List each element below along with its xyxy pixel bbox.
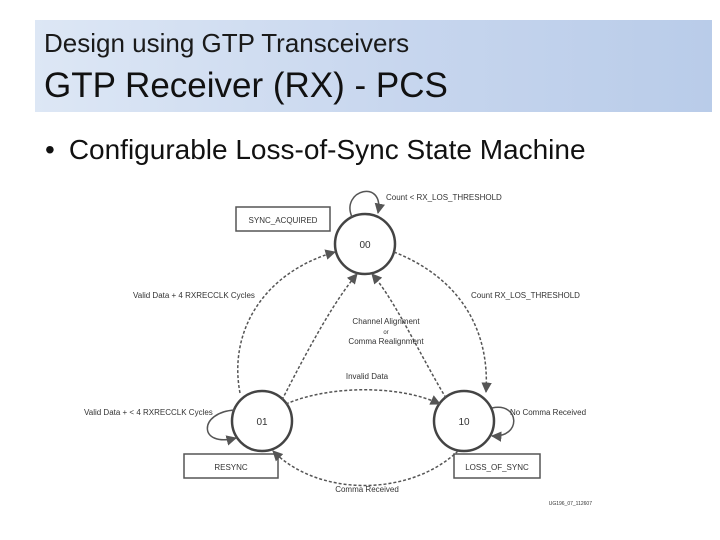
transition-s01-to-s10	[285, 389, 441, 405]
section-supertitle: Design using GTP Transceivers	[44, 28, 410, 58]
label-s00-to-s10: Count RX_LOS_THRESHOLD	[471, 291, 580, 300]
bullet-item: • Configurable Loss-of-Sync State Machine	[45, 134, 586, 166]
transition-s10-to-s01	[272, 450, 459, 487]
state-code-10: 10	[458, 417, 470, 428]
state-circle-01	[230, 389, 294, 453]
state-name-sync-acquired: SYNC_ACQUIRED	[249, 216, 318, 225]
label-s01-self: Valid Data + < 4 RXRECCLK Cycles	[84, 408, 213, 417]
state-circle-00	[333, 212, 397, 276]
label-center-line3: Comma Realignment	[348, 337, 424, 346]
transition-s00-self	[349, 190, 385, 218]
label-s01-to-s00: Valid Data + 4 RXRECCLK Cycles	[133, 291, 255, 300]
transition-realign-to-s00	[281, 273, 358, 401]
label-s10-self: No Comma Received	[510, 408, 586, 417]
bullet-text: Configurable Loss-of-Sync State Machine	[68, 134, 586, 165]
label-center-line1: Channel Alignment	[352, 317, 420, 326]
label-s01-to-s10: Invalid Data	[346, 372, 389, 381]
transition-s01-self	[206, 409, 238, 446]
figure-id: UG196_07_112607	[549, 501, 592, 507]
transition-realign-from-s10	[371, 273, 447, 399]
transition-s10-self	[490, 406, 515, 442]
state-box-resync	[183, 453, 279, 479]
label-s00-self: Count < RX_LOS_THRESHOLD	[386, 193, 502, 202]
slide-title: GTP Receiver (RX) - PCS	[44, 66, 448, 105]
title-bar: Design using GTP Transceivers GTP Receiv…	[35, 20, 712, 112]
label-center-line2: or	[383, 330, 388, 336]
state-box-sync-acquired	[235, 206, 331, 232]
state-circle-10	[432, 389, 496, 453]
transition-s01-to-s00	[237, 249, 337, 394]
state-name-loss-of-sync: LOSS_OF_SYNC	[465, 463, 529, 472]
label-s10-to-s01: Comma Received	[335, 485, 399, 494]
state-box-loss-of-sync	[453, 453, 541, 479]
state-name-resync: RESYNC	[214, 463, 248, 472]
state-code-00: 00	[359, 240, 371, 251]
state-code-01: 01	[256, 417, 268, 428]
bullet-dot-icon: •	[45, 134, 55, 165]
